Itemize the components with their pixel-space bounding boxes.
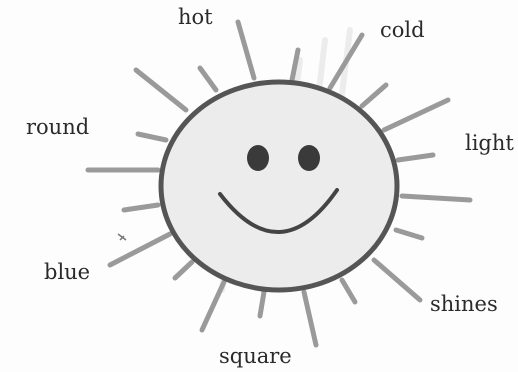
left-eye — [247, 145, 269, 171]
sun-ray — [396, 230, 422, 238]
sun-ray — [362, 85, 386, 106]
right-eye — [298, 145, 320, 171]
sun-ray — [402, 196, 470, 200]
sun-ray — [384, 100, 448, 130]
pencil-specks — [118, 234, 126, 240]
word-square: square — [219, 346, 292, 367]
sun-ray — [200, 68, 216, 90]
sun-ray — [304, 292, 316, 345]
word-cold: cold — [380, 20, 425, 41]
word-blue: blue — [44, 262, 90, 283]
word-round: round — [26, 117, 89, 138]
sun-ray — [260, 292, 264, 316]
sun-ray — [110, 234, 170, 265]
word-shines: shines — [430, 294, 498, 315]
sun-ray — [124, 205, 158, 210]
sun-ray — [175, 262, 192, 278]
word-hot: hot — [178, 7, 213, 28]
sun-ray — [138, 134, 166, 140]
sun-ray — [374, 260, 420, 300]
sun-face — [161, 82, 397, 290]
sun-ray — [136, 70, 186, 110]
sun-ray — [398, 155, 433, 160]
sun-ray — [342, 280, 355, 302]
sun-ray — [238, 22, 254, 78]
sun-ray — [202, 282, 224, 330]
word-light: light — [465, 133, 514, 154]
